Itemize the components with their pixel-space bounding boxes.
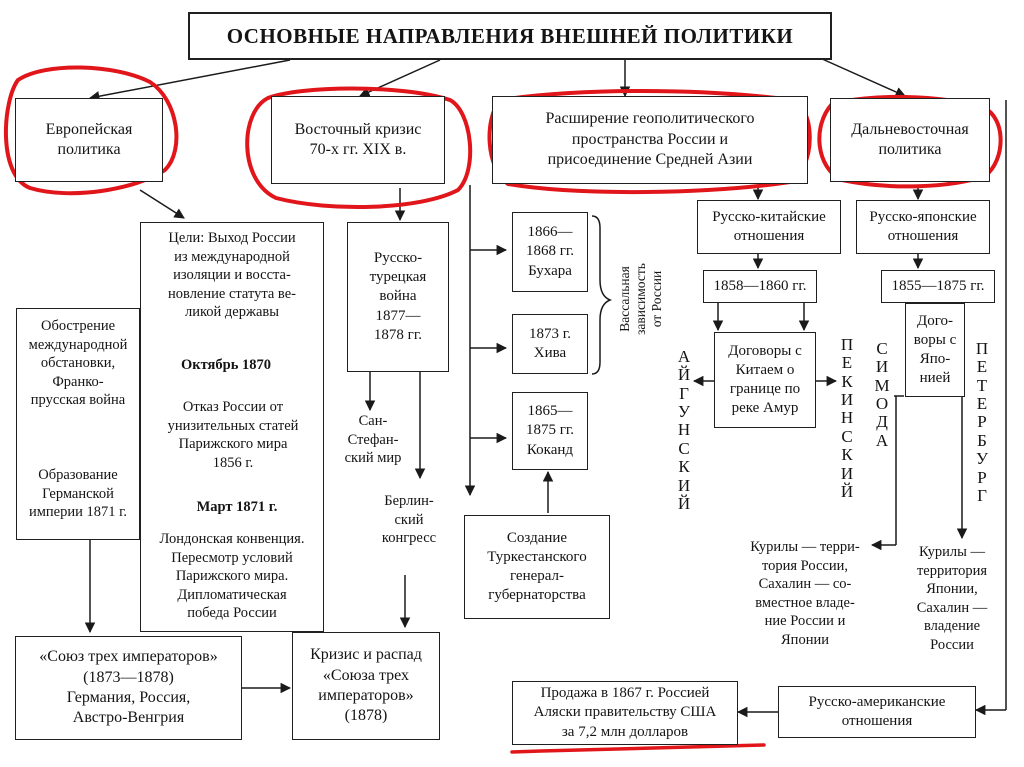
european-goals-panel: Цели: Выход России из международной изол…: [140, 222, 324, 632]
petersburg-letter: Е: [976, 357, 988, 377]
aigun-letter: У: [677, 402, 691, 422]
us-relations-box: Русско-американские отношения: [778, 686, 976, 738]
shimoda-letter: А: [875, 430, 889, 450]
bukhara-box: 1866— 1868 гг. Бухара: [512, 212, 588, 292]
san-stefano-text: Сан- Стефан- ский мир: [344, 413, 402, 467]
kurils-japan-text: Курилы — территория Японии, Сахалин — вл…: [916, 544, 988, 653]
category-far-east: Дальневосточная политика: [830, 98, 990, 182]
aigun-letter: С: [678, 438, 690, 458]
refusal-text: Отказ России от унизительных статей Пари…: [167, 399, 299, 471]
japan-years-box: 1855—1875 гг.: [881, 270, 995, 303]
khiva-box: 1873 г. Хива: [512, 314, 588, 374]
aggravation-text: Обострение международной обстановки, Фра…: [28, 318, 128, 409]
china-treaties-box: Договоры с Китаем о границе по реке Амур: [714, 332, 816, 428]
shimoda-letter: Д: [876, 412, 888, 432]
crisis-box: Кризис и распад «Союза трех императоров»…: [292, 632, 440, 740]
vassal-label: Вассальная зависимость от России: [617, 263, 665, 335]
petersburg-letter: П: [975, 339, 989, 358]
diagram-title: ОСНОВНЫЕ НАПРАВЛЕНИЯ ВНЕШНЕЙ ПОЛИТИКИ: [188, 12, 832, 60]
kokand-box: 1865— 1875 гг. Коканд: [512, 392, 588, 470]
peking-letter: С: [841, 426, 853, 446]
union-box: «Союз трех императоров» (1873—1878) Герм…: [15, 636, 242, 740]
alaska-sale-box: Продажа в 1867 г. Россией Аляски правите…: [512, 681, 738, 745]
china-years-box: 1858—1860 гг.: [703, 270, 817, 303]
arrow-title-european: [88, 59, 291, 102]
turkestan-box: Создание Туркестанского генерал- губерна…: [464, 515, 610, 619]
underline-alaska: [510, 743, 766, 754]
petersburg-letter: Г: [977, 485, 987, 505]
aigun-letter: И: [677, 475, 691, 495]
petersburg-letter: Р: [977, 467, 987, 487]
peking-letter: Н: [840, 408, 854, 428]
october-date: Октябрь 1870: [180, 357, 272, 373]
aggravation-panel: Обострение международной обстановки, Фра…: [16, 308, 140, 540]
shimoda-letter: С: [876, 339, 888, 358]
highlight-eastern: [245, 86, 473, 210]
peking-letter: К: [841, 445, 853, 465]
arrow-european-goals: [139, 189, 185, 219]
china-relations-box: Русско-китайские отношения: [697, 200, 841, 254]
petersburg-letter: У: [975, 449, 989, 469]
petersburg-letter: Е: [976, 394, 988, 414]
aigun-letter: Й: [677, 365, 691, 385]
germany-formed-text: Образование Германской империи 1871 г.: [28, 467, 128, 521]
peking-letter: П: [840, 335, 854, 354]
shimoda-letter: О: [875, 394, 889, 414]
highlight-european: [4, 65, 179, 196]
vassal-brace: [591, 215, 613, 375]
peking-letter: Й: [840, 481, 854, 501]
petersburg-letter: Б: [977, 430, 987, 450]
japan-treaties-box: Дого- воры с Япо- нией: [905, 303, 965, 397]
kurils-russia-text: Курилы — терри- тория России, Сахалин — …: [750, 539, 860, 648]
aigun-letter: Г: [679, 383, 689, 403]
march-date: Март 1871 г.: [196, 499, 278, 515]
category-expansion: Расширение геополитического пространства…: [492, 96, 808, 184]
london-text: Лондонская конвенция. Пересмотр условий …: [159, 531, 305, 622]
shimoda-letter: И: [875, 357, 889, 377]
category-eastern-crisis: Восточный кризис 70-х гг. XIX в.: [271, 96, 445, 184]
aigun-letter: А: [677, 347, 691, 366]
aigun-letter: К: [678, 457, 690, 477]
russo-turkish-war-box: Русско- турецкая война 1877— 1878 гг.: [347, 222, 449, 372]
peking-letter: И: [840, 463, 854, 483]
peking-letter: И: [840, 390, 854, 410]
japan-relations-box: Русско-японские отношения: [856, 200, 990, 254]
arrow-title-fareast: [819, 57, 906, 97]
petersburg-letter: Р: [977, 412, 987, 432]
aigun-letter: Й: [677, 493, 691, 513]
berlin-text: Берлин- ский конгресс: [381, 493, 437, 547]
petersburg-letter: Т: [976, 375, 988, 395]
european-goals-text: Цели: Выход России из международной изол…: [168, 230, 296, 321]
category-european: Европейская политика: [15, 98, 163, 182]
shimoda-letter: М: [874, 375, 890, 395]
aigun-letter: Н: [677, 420, 691, 440]
peking-letter: Е: [841, 353, 853, 373]
peking-letter: К: [841, 371, 853, 391]
